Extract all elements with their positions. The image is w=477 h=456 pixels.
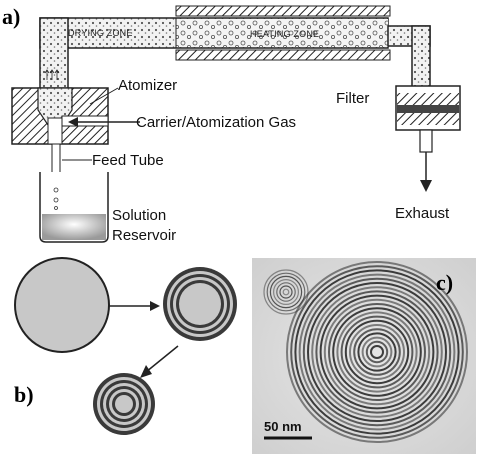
filter-media-core <box>397 105 459 113</box>
panel-a-label: a) <box>2 4 20 29</box>
small-particle-ring <box>282 288 290 296</box>
carrier-gas-arrow <box>68 117 140 127</box>
small-particle-ring <box>276 282 296 302</box>
reservoir-label: Reservoir <box>112 227 176 244</box>
large-particle-ring <box>302 277 452 427</box>
large-particle-ring <box>311 286 443 418</box>
large-particle-ring <box>349 324 405 380</box>
exhaust-label: Exhaust <box>395 205 450 222</box>
filter-media-top <box>397 93 459 105</box>
updraft-arrows <box>44 69 60 80</box>
large-particle-ring <box>365 340 389 364</box>
exhaust-pipe <box>419 129 433 153</box>
large-particle-ring <box>340 315 414 389</box>
carrier-gas-label: Carrier/Atomization Gas <box>136 114 296 131</box>
exhaust-arrow <box>420 152 432 192</box>
large-particle-ring <box>315 290 439 414</box>
large-particle-ring <box>361 336 393 368</box>
large-particle-ring <box>332 307 422 397</box>
large-particle-ring <box>370 345 384 359</box>
small-particle-ring <box>263 269 309 315</box>
heating-zone-bubbles <box>176 19 388 47</box>
large-particle-ring <box>319 294 435 410</box>
large-particle-ring <box>344 319 410 385</box>
small-particle-ring <box>269 275 303 309</box>
transform-arrow-2 <box>140 345 179 378</box>
atomizer-pointer <box>89 87 119 105</box>
atomizer-block <box>11 87 109 145</box>
panel-b: b) <box>14 257 237 435</box>
panel-a: a) DRYING ZONE HEATING ZONE Atomizer Car… <box>2 4 461 244</box>
heater-bottom-bar <box>175 49 391 61</box>
heater-top-bar <box>175 5 391 17</box>
riser-tube <box>39 17 69 95</box>
shell-particle-partial <box>163 267 237 341</box>
panel-b-label: b) <box>14 382 34 407</box>
precursor-droplet <box>14 257 110 353</box>
small-particle-ring <box>279 285 293 299</box>
filter-media-bottom <box>397 113 459 125</box>
panel-c-label: c) <box>436 270 453 295</box>
large-particle-ring <box>328 303 426 401</box>
scale-bar-label: 50 nm <box>264 419 302 434</box>
large-particle-ring <box>336 311 418 393</box>
large-particle-ring <box>290 265 464 439</box>
feed-tube-label: Feed Tube <box>92 152 164 169</box>
small-particle-ring <box>273 279 300 306</box>
large-particle-ring <box>286 261 468 443</box>
filter-label: Filter <box>336 90 369 107</box>
small-particle-ring <box>266 272 306 312</box>
outlet-down-tube <box>411 25 431 89</box>
large-particle-ring <box>353 328 401 376</box>
large-particle-ring <box>323 298 431 406</box>
atomizer-label: Atomizer <box>118 77 177 94</box>
large-particle-ring <box>357 332 397 372</box>
large-particle-ring <box>294 269 460 435</box>
drying-zone-label: DRYING ZONE <box>68 28 133 38</box>
transform-arrow-1 <box>108 301 160 311</box>
heating-zone-label: HEATING ZONE <box>250 29 319 39</box>
large-onion-particle <box>286 261 468 443</box>
shell-particle-full <box>93 373 155 435</box>
small-onion-particle <box>263 269 309 315</box>
large-particle-ring <box>307 282 447 422</box>
large-particle-ring <box>298 273 456 431</box>
solution-label: Solution <box>112 207 166 224</box>
solution-reservoir <box>39 172 109 243</box>
panel-c: c) 50 nm <box>252 258 476 454</box>
